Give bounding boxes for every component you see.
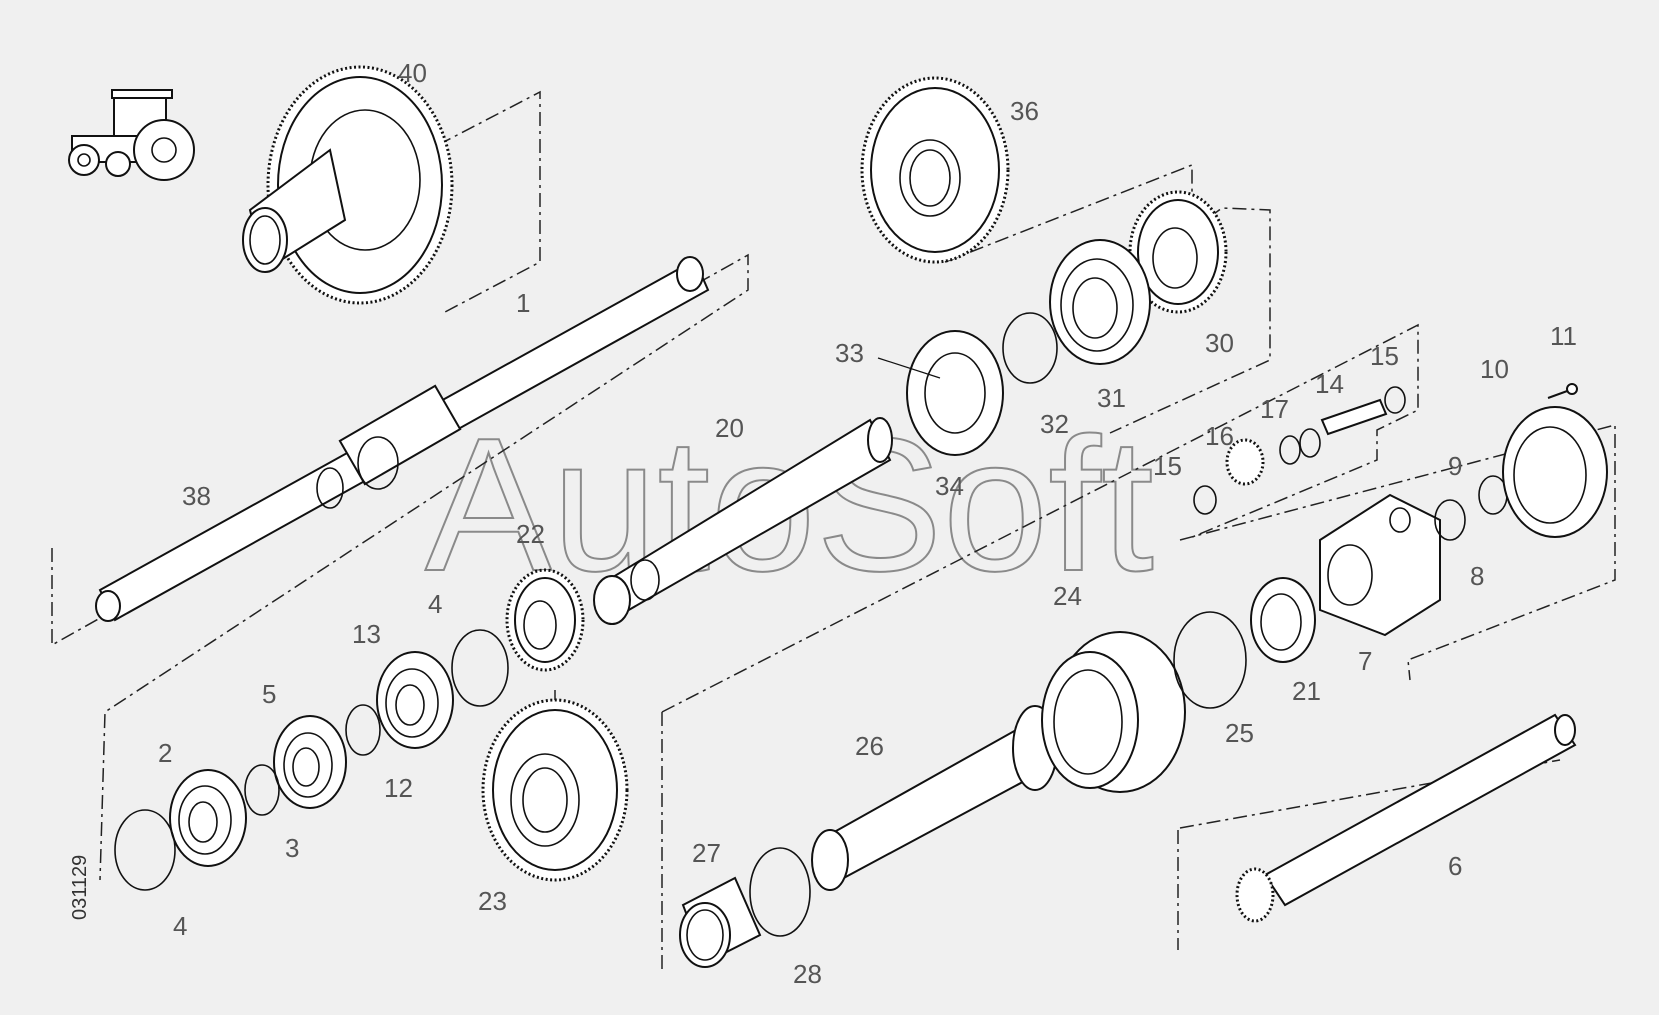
part-22-gear (505, 568, 585, 672)
part-11-bolt (1547, 383, 1578, 399)
part-36-gear (860, 76, 1010, 264)
part-38-shaft (95, 256, 710, 622)
label-21: 21 (1292, 676, 1321, 706)
label-15-upper: 15 (1370, 341, 1399, 371)
label-5: 5 (262, 679, 276, 709)
label-1: 1 (516, 288, 530, 318)
label-33: 33 (835, 338, 864, 368)
label-23: 23 (478, 886, 507, 916)
part-4-ring-upper (451, 629, 509, 707)
label-13: 13 (352, 619, 381, 649)
leader-33 (877, 357, 941, 379)
part-15-washer-upper (1384, 386, 1406, 414)
part-12-ring (345, 704, 381, 756)
label-38: 38 (182, 481, 211, 511)
label-25: 25 (1225, 718, 1254, 748)
label-4-lower: 4 (173, 911, 187, 941)
tractor-icon (68, 89, 195, 181)
part-2-bearing (169, 769, 247, 867)
label-10: 10 (1480, 354, 1509, 384)
label-3: 3 (285, 833, 299, 863)
label-11: 11 (1550, 321, 1577, 351)
part-5-bearing (273, 715, 347, 809)
part-10-cover (1502, 406, 1608, 538)
label-14: 14 (1315, 369, 1344, 399)
part-16-roller (1225, 438, 1265, 486)
label-26: 26 (855, 731, 884, 761)
drawing-code: 031129 (69, 855, 91, 920)
part-30-gear (1128, 190, 1228, 314)
label-7: 7 (1358, 646, 1372, 676)
part-13-bearing (376, 651, 454, 749)
part-34-cover (906, 330, 1004, 456)
part-3-ring (244, 764, 280, 816)
label-32: 32 (1040, 409, 1069, 439)
part-9-ring (1434, 499, 1466, 541)
part-27-sleeve (679, 876, 762, 968)
part-31-bearing (1049, 239, 1151, 365)
label-16: 16 (1205, 421, 1234, 451)
label-40: 40 (398, 58, 427, 88)
part-21-bearing (1250, 577, 1316, 663)
label-8: 8 (1470, 561, 1484, 591)
label-12: 12 (384, 773, 413, 803)
label-22: 22 (516, 519, 545, 549)
label-20: 20 (715, 413, 744, 443)
part-labels: 40 1 38 36 33 30 31 32 20 34 22 11 15 10… (158, 58, 1577, 989)
label-36: 36 (1010, 96, 1039, 126)
label-17: 17 (1260, 394, 1289, 424)
part-28-ring (749, 847, 811, 937)
label-31: 31 (1097, 383, 1126, 413)
label-6: 6 (1448, 851, 1462, 881)
part-4-ring-lower (114, 809, 176, 891)
label-28: 28 (793, 959, 822, 989)
label-4-upper: 4 (428, 589, 442, 619)
label-30: 30 (1205, 328, 1234, 358)
part-17-ring-a (1279, 435, 1301, 465)
part-23-gear (481, 698, 629, 882)
label-24: 24 (1053, 581, 1082, 611)
assembly-boundaries (51, 90, 1616, 970)
part-14-pin (1320, 398, 1388, 436)
part-26-shaft (811, 705, 1058, 891)
part-6-shaft (1235, 713, 1577, 923)
part-40-gear-hub (242, 65, 454, 305)
label-34: 34 (935, 471, 964, 501)
part-24-drum (1041, 631, 1186, 793)
part-7-carrier (1319, 493, 1441, 637)
label-27: 27 (692, 838, 721, 868)
part-25-ring (1173, 611, 1247, 709)
part-32-ring (1002, 312, 1058, 384)
label-2: 2 (158, 738, 172, 768)
part-20-shaft (593, 417, 893, 625)
label-15-lower: 15 (1153, 451, 1182, 481)
part-17-ring-b (1299, 428, 1321, 458)
label-9: 9 (1448, 451, 1462, 481)
part-15-washer-lower (1193, 485, 1217, 515)
